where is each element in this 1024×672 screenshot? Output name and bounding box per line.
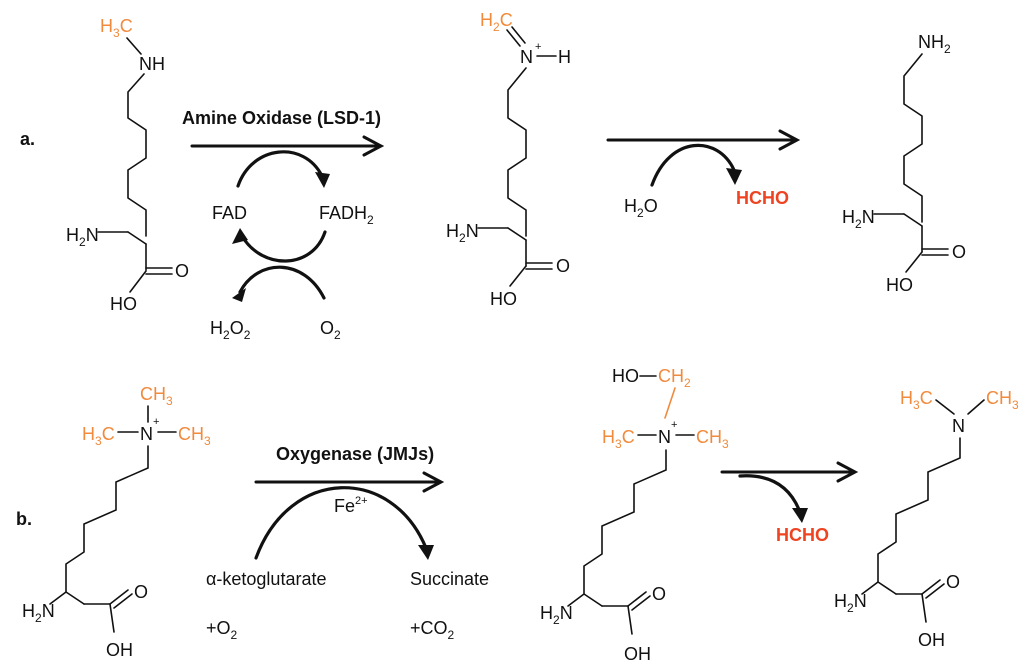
quaternary-n: N [140, 424, 153, 444]
quaternary-n: N [658, 427, 671, 447]
molecule-b1-trimethyl-lysine: CH3 H3C N + CH3 H2N O OH [22, 384, 211, 660]
right-ch3: CH3 [178, 424, 211, 448]
o2-label: O2 [320, 318, 341, 342]
hydroxyl-ho: HO [886, 275, 913, 295]
left-ch3: H3C [900, 388, 933, 412]
alpha-amine: H2N [446, 221, 479, 245]
fe-cofactor-label: Fe2+ [334, 495, 368, 516]
nh-label: NH [139, 54, 165, 74]
hydroxyl-oh: OH [918, 630, 945, 650]
release-curve-arrow [738, 474, 802, 514]
hydroxyl-ho: HO [612, 366, 639, 386]
left-ch3: H3C [602, 427, 635, 451]
molecule-b3-dimethyl-lysine: H3C N CH3 H2N O OH [834, 388, 1019, 650]
methyl-label: H3C [100, 16, 133, 40]
molecule-b2-hydroxymethyl-intermediate: HO CH2 H3C N + CH3 H2N O OH [540, 366, 729, 664]
panel-b-label: b. [16, 509, 32, 529]
carbonyl-o: O [652, 584, 666, 604]
formaldehyde-b-label: HCHO [776, 525, 829, 545]
molecule-a1-monomethyl-lysine: H3C NH H2N O HO [66, 16, 189, 314]
molecule-a3-lysine: NH2 H2N O HO [842, 32, 966, 295]
o2-to-h2o2-arrow [238, 265, 326, 300]
iminium-h: H [558, 47, 571, 67]
carbonyl-o: O [175, 261, 189, 281]
h2o2-label: H2O2 [210, 318, 251, 342]
hydrolysis-curve-arrow [650, 143, 736, 187]
hydroxyl-oh: OH [106, 640, 133, 660]
iminium-charge: + [535, 41, 541, 53]
alpha-amine: H2N [842, 207, 875, 231]
fad-to-fadh2-arrow [236, 150, 324, 188]
methylene-label: H2C [480, 10, 513, 34]
carbonyl-o: O [952, 242, 966, 262]
carbonyl-o: O [134, 582, 148, 602]
top-ch3: CH3 [140, 384, 173, 408]
co2-label: +CO2 [410, 618, 455, 642]
right-ch3: CH3 [696, 427, 729, 451]
alpha-amine: H2N [540, 603, 573, 627]
enzyme-b-label: Oxygenase (JMJs) [276, 444, 434, 464]
formaldehyde-a-label: HCHO [736, 188, 789, 208]
water-label: H2O [624, 196, 658, 220]
hydroxyl-ho: HO [110, 294, 137, 314]
fad-label: FAD [212, 203, 247, 223]
nh2-label: NH2 [918, 32, 951, 56]
fadh2-to-fad-arrow [240, 230, 327, 263]
oxygenase-curve-arrow [254, 486, 428, 560]
alpha-amine: H2N [834, 591, 867, 615]
left-ch3: H3C [82, 424, 115, 448]
alpha-amine: H2N [22, 601, 55, 625]
oxygen-label: +O2 [206, 618, 238, 642]
alpha-amine: H2N [66, 225, 99, 249]
tertiary-n: N [952, 416, 965, 436]
quaternary-charge: + [671, 419, 677, 431]
molecule-a2-iminium: H2C N + H H2N O HO [446, 10, 571, 309]
succinate-label: Succinate [410, 569, 489, 589]
alpha-ketoglutarate-label: α-ketoglutarate [206, 569, 326, 589]
iminium-n: N [520, 47, 533, 67]
fadh2-label: FADH2 [319, 203, 374, 227]
carbonyl-o: O [946, 572, 960, 592]
right-ch3: CH3 [986, 388, 1019, 412]
carbonyl-o: O [556, 256, 570, 276]
hydroxyl-ho: HO [490, 289, 517, 309]
ch2-label: CH2 [658, 366, 691, 390]
panel-a-label: a. [20, 129, 35, 149]
enzyme-a-label: Amine Oxidase (LSD-1) [182, 108, 381, 128]
hydroxyl-oh: OH [624, 644, 651, 664]
quaternary-charge: + [153, 416, 159, 428]
